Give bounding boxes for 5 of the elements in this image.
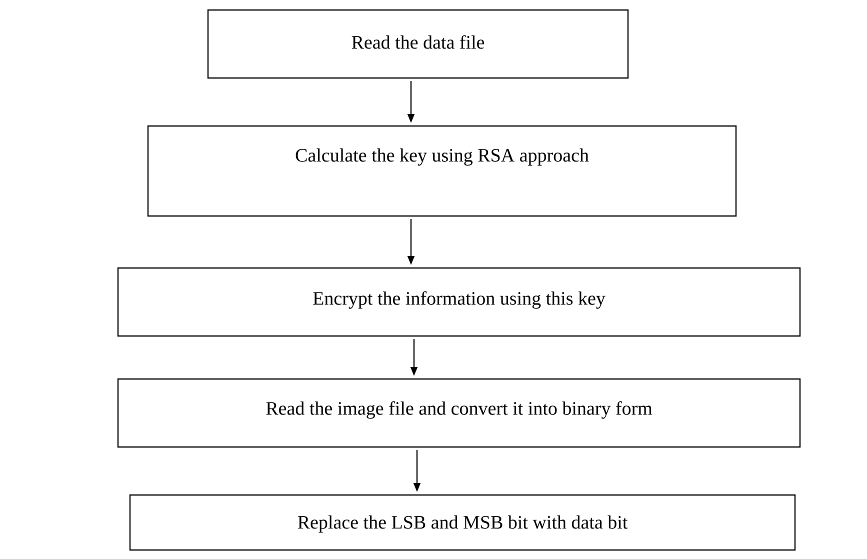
process-box: Replace the LSB and MSB bit with data bit	[129, 494, 796, 551]
process-box: Read the image file and convert it into binary form	[117, 378, 801, 448]
process-box: Calculate the key using RSA approach	[147, 125, 737, 217]
process-box: Encrypt the information using this key	[117, 267, 801, 337]
process-box: Read the data file	[207, 9, 629, 79]
